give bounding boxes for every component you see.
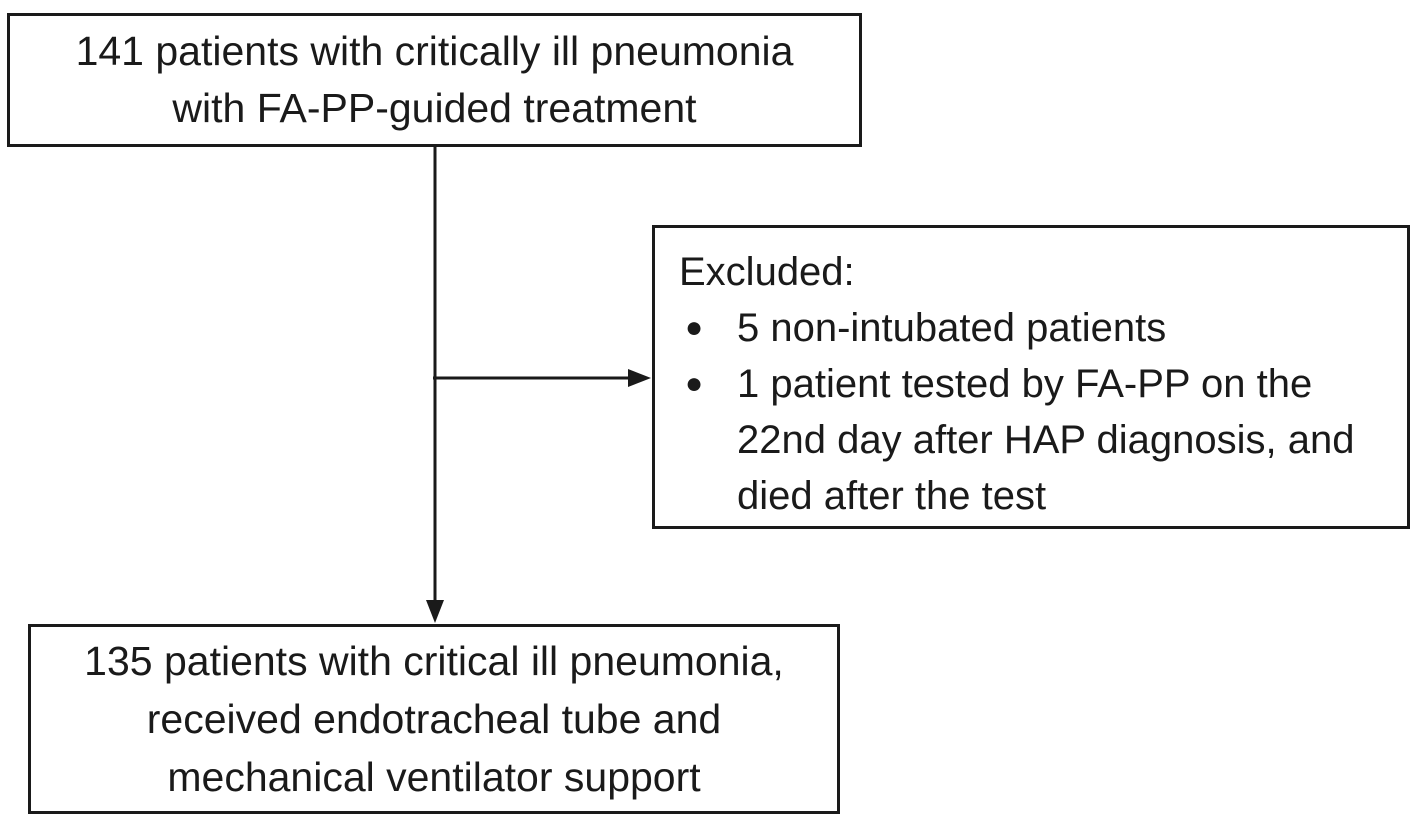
- node-enrolled: 141 patients with critically ill pneumon…: [7, 13, 862, 147]
- bullet-icon: ●: [685, 367, 704, 400]
- excluded-item-2-line2: 22nd day after HAP diagnosis, and: [737, 418, 1355, 462]
- bullet-icon: ●: [685, 311, 704, 344]
- excluded-item-1-line1: 5 non-intubated patients: [737, 306, 1167, 350]
- arrowhead-down-icon: [426, 600, 444, 623]
- excluded-item-2-line3: died after the test: [737, 474, 1047, 518]
- excluded-item-2-line1: 1 patient tested by FA-PP on the: [737, 362, 1313, 406]
- node-final-line2: received endotracheal tube and: [146, 696, 722, 742]
- arrowhead-right-icon: [628, 369, 651, 387]
- node-excluded: Excluded: ● 5 non-intubated patients ● 1…: [652, 225, 1410, 529]
- node-final: 135 patients with critical ill pneumonia…: [28, 624, 840, 814]
- node-final-line3: mechanical ventilator support: [167, 754, 701, 800]
- excluded-item-1: ● 5 non-intubated patients: [679, 300, 1399, 356]
- node-enrolled-line1: 141 patients with critically ill pneumon…: [75, 28, 794, 74]
- excluded-item-2: ● 1 patient tested by FA-PP on the 22nd …: [679, 356, 1399, 524]
- node-final-line1: 135 patients with critical ill pneumonia…: [84, 638, 784, 684]
- node-excluded-title: Excluded:: [679, 250, 855, 294]
- node-enrolled-line2: with FA-PP-guided treatment: [172, 85, 697, 131]
